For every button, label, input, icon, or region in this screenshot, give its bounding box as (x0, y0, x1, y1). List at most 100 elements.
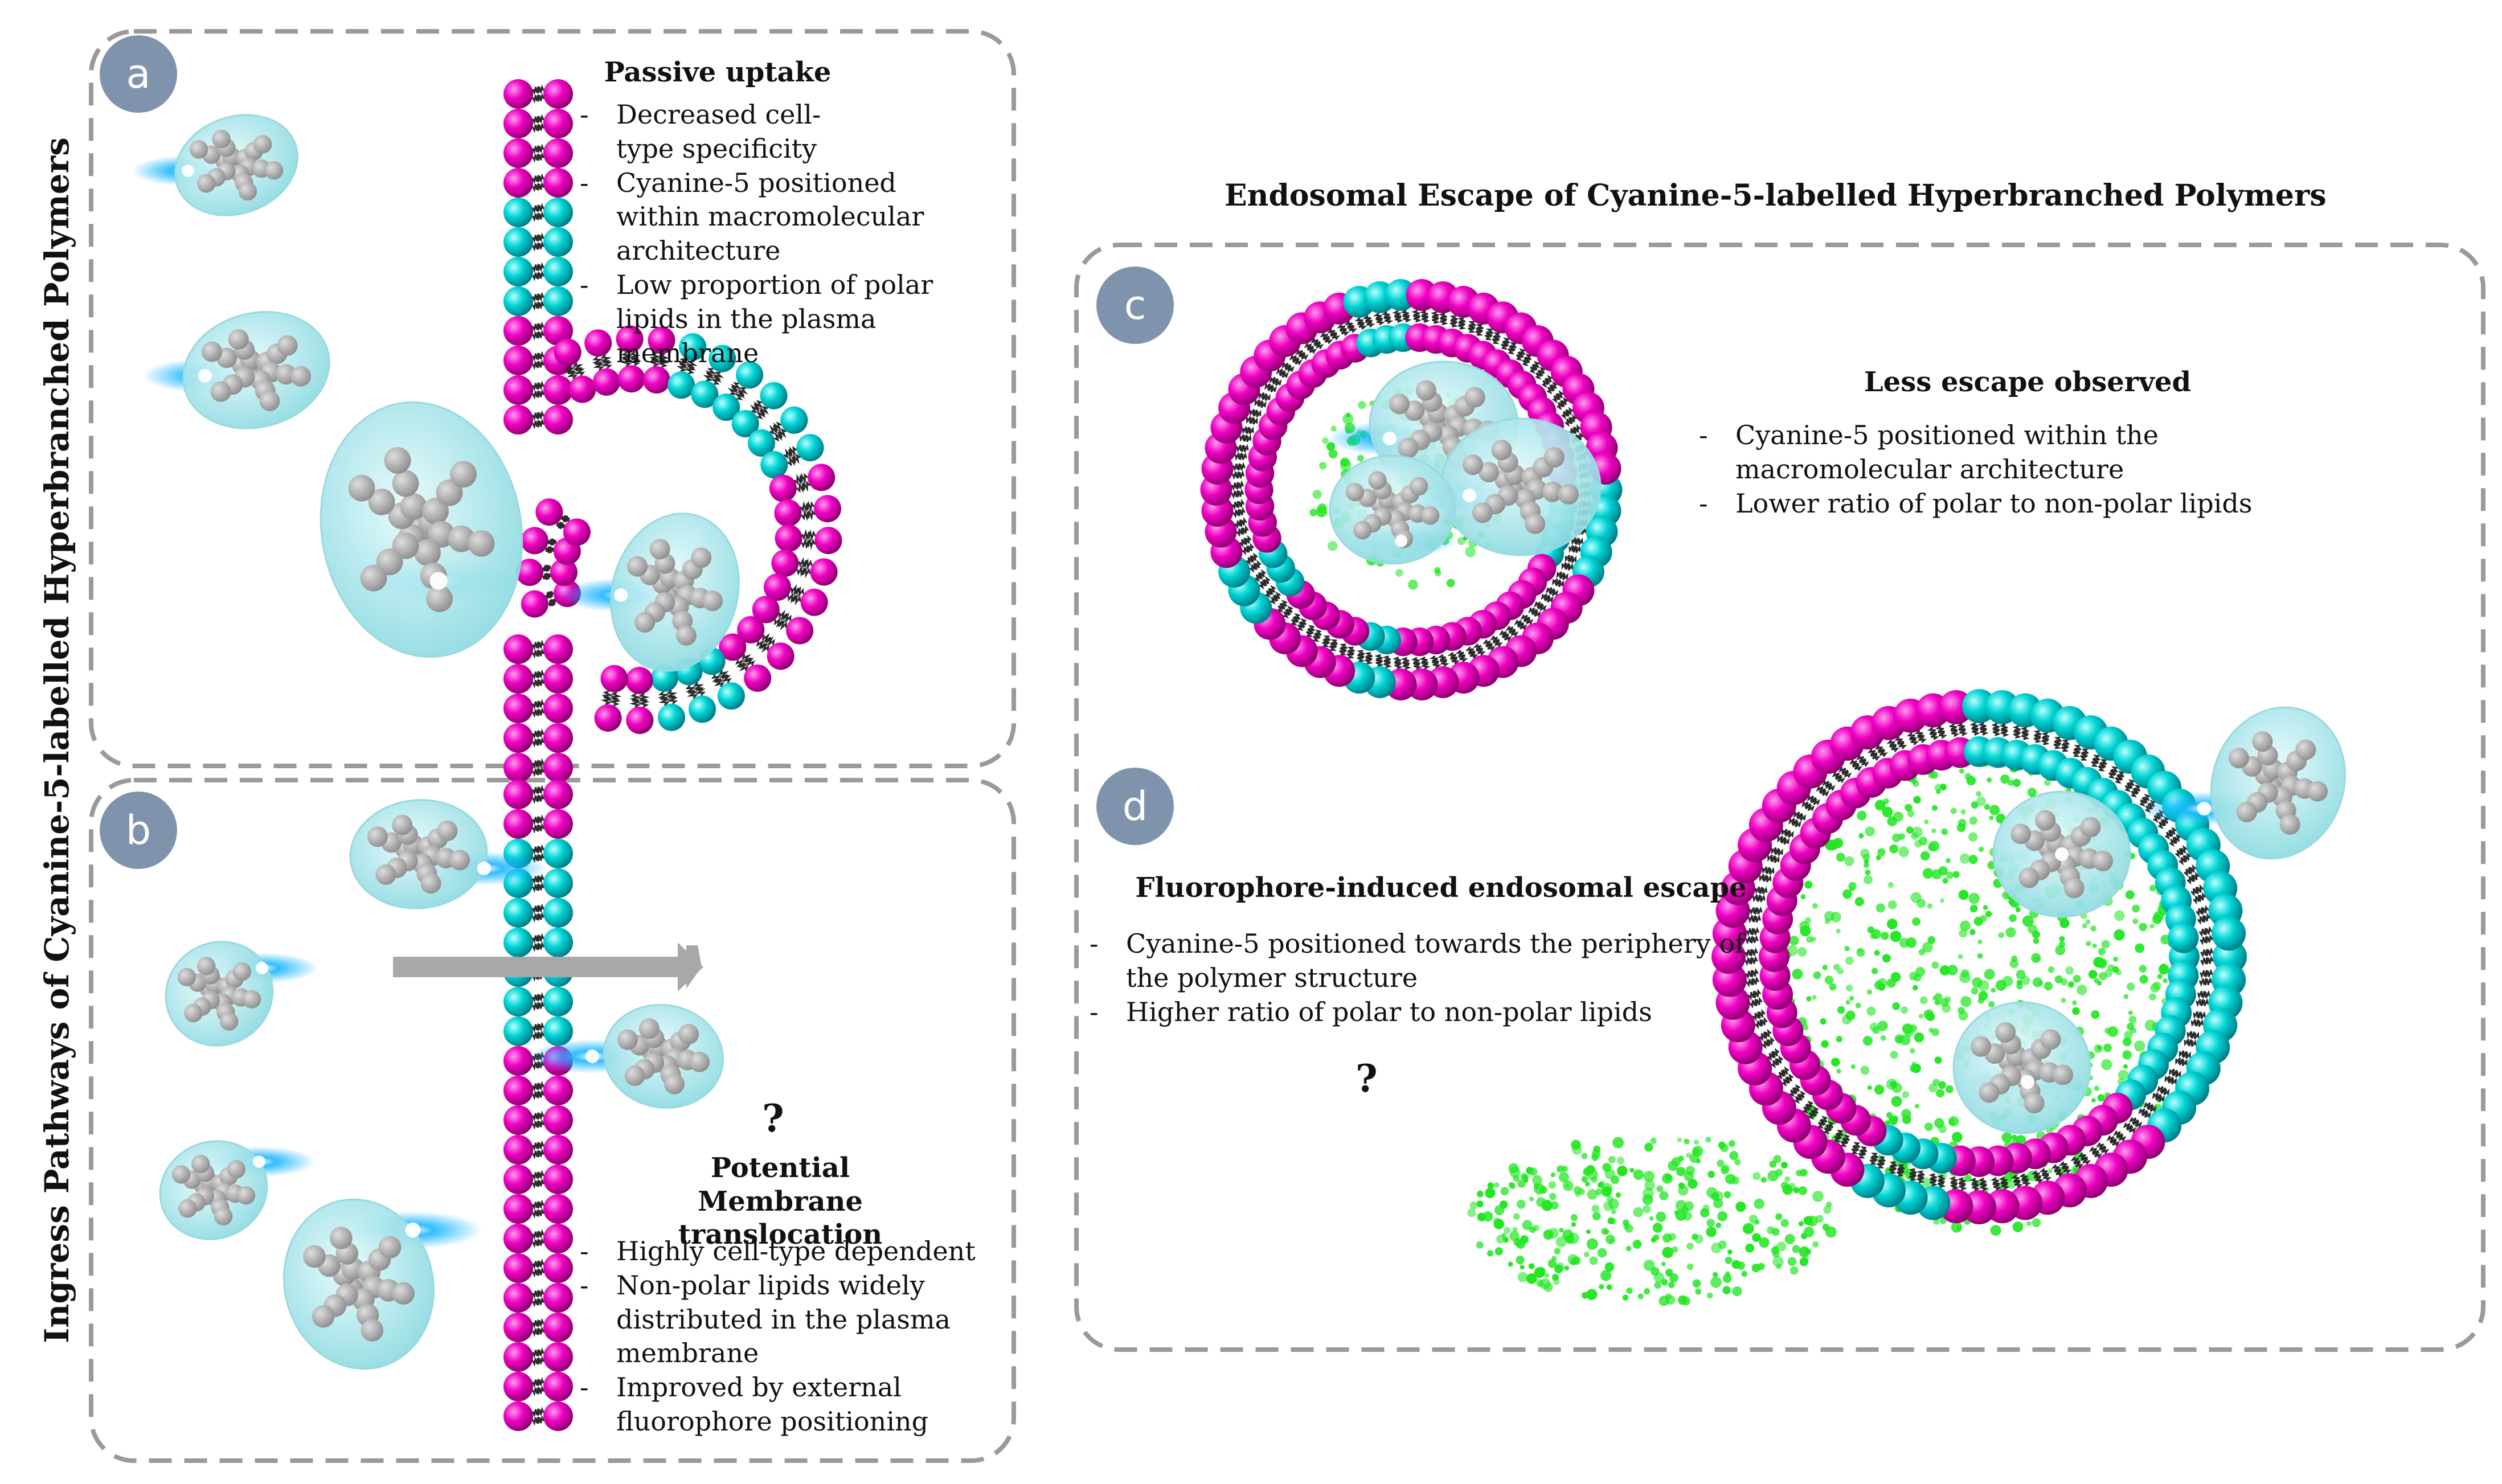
lipid-tail (1559, 573, 1569, 580)
lipid-tail (2081, 748, 2089, 757)
polar-lipid-head (503, 1135, 533, 1165)
fluorescence-dot (1732, 1286, 1742, 1297)
lipid-tail (1509, 630, 1519, 637)
fluorescence-dot (1611, 1209, 1616, 1215)
lipid-tail (1792, 821, 1801, 827)
lipid-tail (1254, 399, 1263, 407)
lipid-tail (1956, 723, 1966, 731)
fluorescence-dot (1922, 868, 1934, 879)
polar-lipid-head (503, 694, 533, 723)
fluorescence-dot (1659, 1191, 1669, 1200)
polymer-bead (678, 1024, 699, 1045)
polar-lipid-head (543, 1194, 573, 1224)
polymer-bead (2279, 814, 2300, 835)
lipid-tail (537, 793, 544, 802)
fluorescence-dot (1890, 971, 1901, 982)
fluorescence-dot (1807, 1220, 1813, 1226)
fluorescence-dot (1956, 1226, 1962, 1231)
lipid-tail (532, 1319, 539, 1329)
fluorescence-dot (1581, 1176, 1588, 1183)
lipid-tail (1817, 1119, 1825, 1129)
fluorescence-dot (2094, 1044, 2103, 1053)
fluorescence-dot (1629, 1167, 1635, 1173)
fluorescence-dot (2028, 924, 2037, 934)
fluorescence-dot (1649, 1216, 1654, 1221)
lipid-tail (1801, 801, 1811, 809)
polymer-bead (1398, 437, 1419, 458)
lipid-tail (1259, 569, 1266, 579)
fluorescence-dot (1977, 939, 1983, 944)
cy5-dye (614, 588, 628, 602)
fluorescence-dot (1784, 1176, 1791, 1182)
fluorescence-dot (1857, 810, 1867, 821)
fluorescence-dot (2098, 958, 2107, 968)
lipid-tail (532, 905, 539, 915)
lipid-tail (1856, 755, 1866, 763)
fluorescence-dot (1928, 1083, 1938, 1093)
fluorescence-dot (1871, 968, 1878, 974)
lipid-tail (537, 1258, 544, 1268)
lipid-tail (1286, 605, 1293, 616)
lipid-tail (2197, 990, 2205, 999)
lipid-tail (1860, 1146, 1868, 1155)
polymer-bead (2024, 1093, 2045, 1114)
lipid-tail (2131, 788, 2138, 798)
lipid-tail (1514, 620, 1524, 626)
fluorescence-dot (1526, 1166, 1534, 1175)
panel-b-question-mark: ? (762, 1096, 784, 1141)
fluorescence-dot (2022, 915, 2034, 927)
fluorescence-dot (1721, 1166, 1729, 1175)
fluorescence-dot (1541, 1200, 1553, 1211)
lipid-tail (2175, 848, 2182, 858)
lipid-tail (808, 529, 816, 542)
lipid-tail (1870, 753, 1881, 761)
nonpolar-lipid-head (503, 898, 533, 928)
lipid-tail (2197, 1011, 2206, 1019)
cy5-dye (585, 1050, 599, 1063)
lipid-tail (1357, 323, 1367, 330)
lipid-tail (1767, 854, 1776, 862)
fluorescence-dot (1656, 1211, 1666, 1222)
lipid-tail (532, 671, 539, 680)
lipid-tail (1834, 1133, 1841, 1143)
polar-lipid-head (626, 706, 654, 734)
polymer-bead (177, 968, 196, 987)
lipid-tail (1440, 660, 1449, 667)
lipid-tail (1766, 867, 1775, 875)
lipid-tail (1906, 732, 1917, 739)
lipid-tail (1411, 310, 1420, 317)
polar-lipid-head (808, 464, 836, 491)
lipid-tail (1859, 760, 1870, 767)
lipid-tail (801, 537, 809, 550)
lipid-tail (1517, 623, 1528, 630)
lipid-tail (1280, 600, 1288, 609)
fluorescence-dot (1860, 1065, 1870, 1075)
fluorescence-dot (1803, 1227, 1815, 1237)
lipid-tail (2080, 752, 2087, 761)
lipid-tail (735, 659, 746, 668)
lipid-tail (1362, 315, 1373, 322)
fluorescence-dot (1829, 983, 1837, 991)
fluorescence-dot (1909, 1048, 1915, 1054)
lipid-tail (1938, 731, 1948, 739)
lipid-tail (2132, 1120, 2143, 1128)
lipid-tail (1871, 1153, 1878, 1161)
fluorescence-dot (1599, 1284, 1604, 1290)
fluorescence-dot (1328, 449, 1338, 459)
lipid-tail (2113, 1130, 2123, 1138)
lipid-tail (2200, 936, 2207, 946)
fluorescence-dot (1820, 1018, 1827, 1025)
lipid-tail (1877, 1160, 1885, 1169)
lipid-tail (2192, 872, 2200, 882)
polymer-bead (242, 990, 261, 1009)
lipid-tail (537, 1207, 544, 1217)
fluorescence-dot (1725, 1271, 1730, 1277)
lipid-tail (1375, 659, 1384, 667)
lipid-tail (2134, 784, 2141, 794)
fluorescence-dot (1586, 1229, 1591, 1235)
lipid-tail (1419, 310, 1429, 318)
lipid-tail (1571, 537, 1579, 546)
lipid-tail (1771, 847, 1779, 855)
lipid-tail (1239, 434, 1247, 442)
